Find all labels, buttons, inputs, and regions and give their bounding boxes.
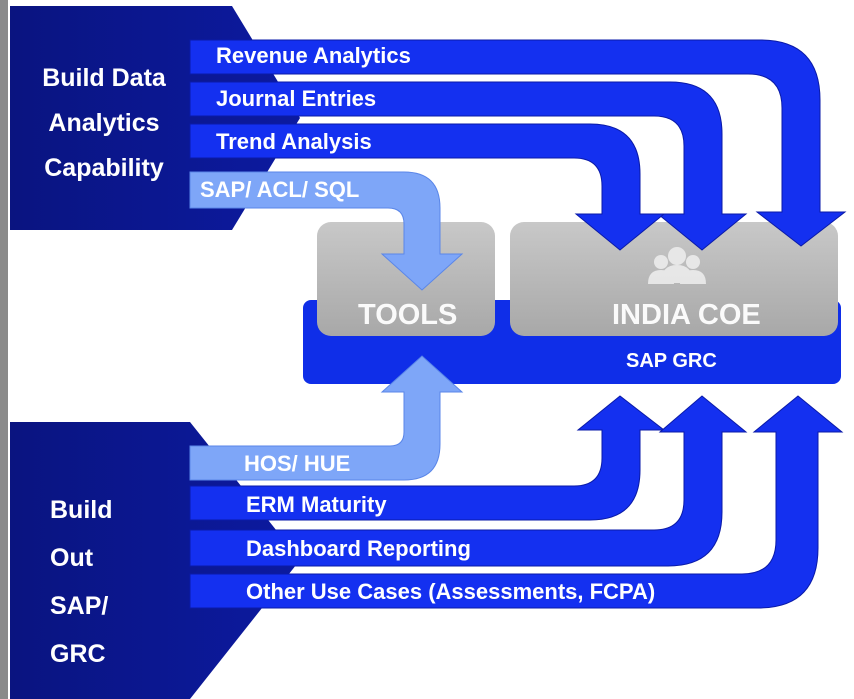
arrow-label-other-use-cases: Other Use Cases (Assessments, FCPA) (246, 579, 656, 604)
arrow-dashboard-reporting (189, 395, 748, 567)
bottom-section-heading: Build Out SAP/ GRC (36, 486, 126, 678)
arrow-label-revenue-analytics: Revenue Analytics (216, 43, 411, 68)
arrow-sap-acl-sql (189, 171, 464, 291)
top-heading-line: Capability (44, 154, 164, 182)
sap-grc-label: SAP GRC (626, 350, 717, 372)
bottom-heading-line: Out (50, 544, 94, 572)
arrow-trend-analysis (189, 123, 666, 251)
arrow-label-journal-entries: Journal Entries (216, 86, 377, 111)
arrow-erm-maturity (189, 395, 666, 521)
bottom-heading-line: Build (50, 496, 113, 524)
top-heading-line: Build Data (42, 64, 166, 92)
india-coe-label: INDIA COE (612, 299, 761, 331)
tools-box (317, 222, 495, 336)
arrow-journal-entries (189, 81, 748, 251)
tools-label: TOOLS (358, 299, 458, 331)
arrow-label-dashboard-reporting: Dashboard Reporting (246, 536, 471, 561)
arrow-label-hos-hue: HOS/ HUE (244, 451, 351, 476)
bottom-heading-line: SAP/ (50, 592, 109, 620)
arrow-hos-hue (189, 355, 464, 481)
top-section-heading: Build Data Analytics Capability (34, 56, 174, 191)
arrow-label-sap-acl-sql: SAP/ ACL/ SQL (200, 177, 360, 202)
bottom-heading-line: GRC (50, 640, 106, 668)
people-group-icon (648, 247, 706, 284)
top-heading-line: Analytics (48, 109, 160, 137)
arrow-label-trend-analysis: Trend Analysis (216, 129, 372, 154)
arrow-other-use-cases (189, 395, 844, 609)
left-edge-strip (0, 0, 8, 699)
arrow-revenue-analytics (189, 39, 847, 247)
arrow-label-erm-maturity: ERM Maturity (246, 492, 387, 517)
